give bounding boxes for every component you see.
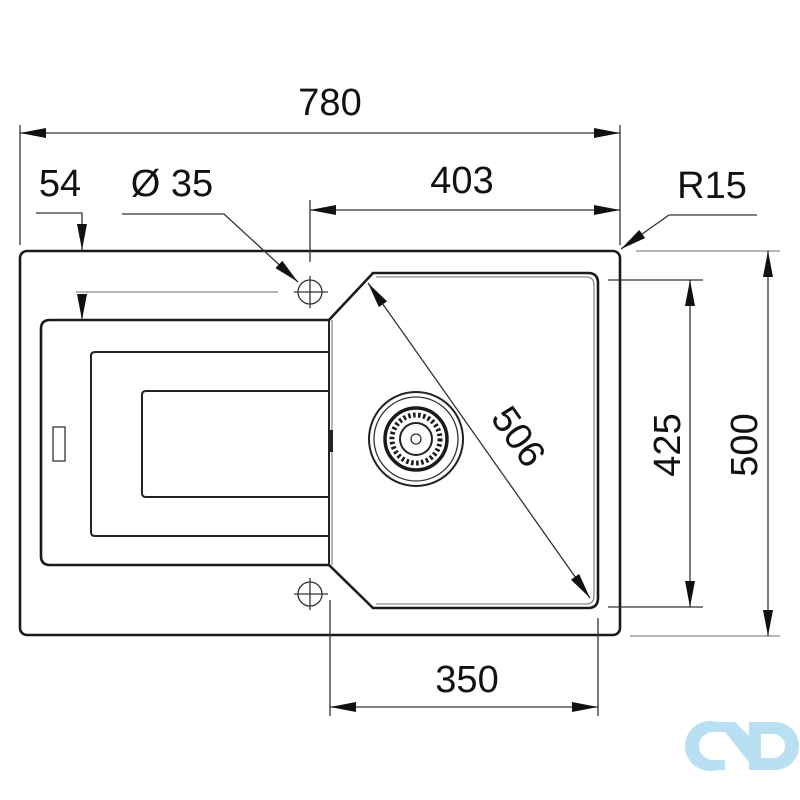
dimension-tap-diameter: Ø 35	[122, 163, 299, 283]
drain-strainer	[368, 391, 464, 487]
dim-780: 780	[298, 82, 361, 124]
dimension-corner-radius: R15	[620, 165, 757, 250]
overflow-slot	[52, 426, 66, 462]
dimension-edge-54: 54	[36, 163, 278, 320]
drainer-board	[39, 318, 333, 567]
outer-rim	[18, 249, 622, 637]
dim-500: 500	[724, 413, 766, 476]
dimension-bowl-diagonal: 506	[367, 282, 591, 599]
dimension-tap-offset: 403	[309, 160, 620, 262]
dim-d35: Ø 35	[131, 163, 213, 205]
dimension-overall-width: 780	[19, 82, 621, 245]
dimension-overall-depth: 500	[630, 250, 780, 637]
infinity-cd-logo-icon	[685, 721, 799, 771]
dim-r15: R15	[677, 165, 747, 207]
dimension-bowl-width: 350	[329, 600, 599, 716]
dimension-bowl-depth: 425	[608, 279, 703, 608]
dim-425: 425	[647, 413, 689, 476]
bowl	[328, 271, 600, 610]
dim-403: 403	[430, 160, 493, 202]
drainer-notch	[329, 430, 333, 452]
dim-54: 54	[39, 163, 81, 205]
tap-hole-bottom	[294, 578, 328, 610]
dim-350: 350	[435, 659, 498, 701]
tap-hole-top	[294, 276, 328, 308]
dim-506: 506	[482, 399, 553, 475]
